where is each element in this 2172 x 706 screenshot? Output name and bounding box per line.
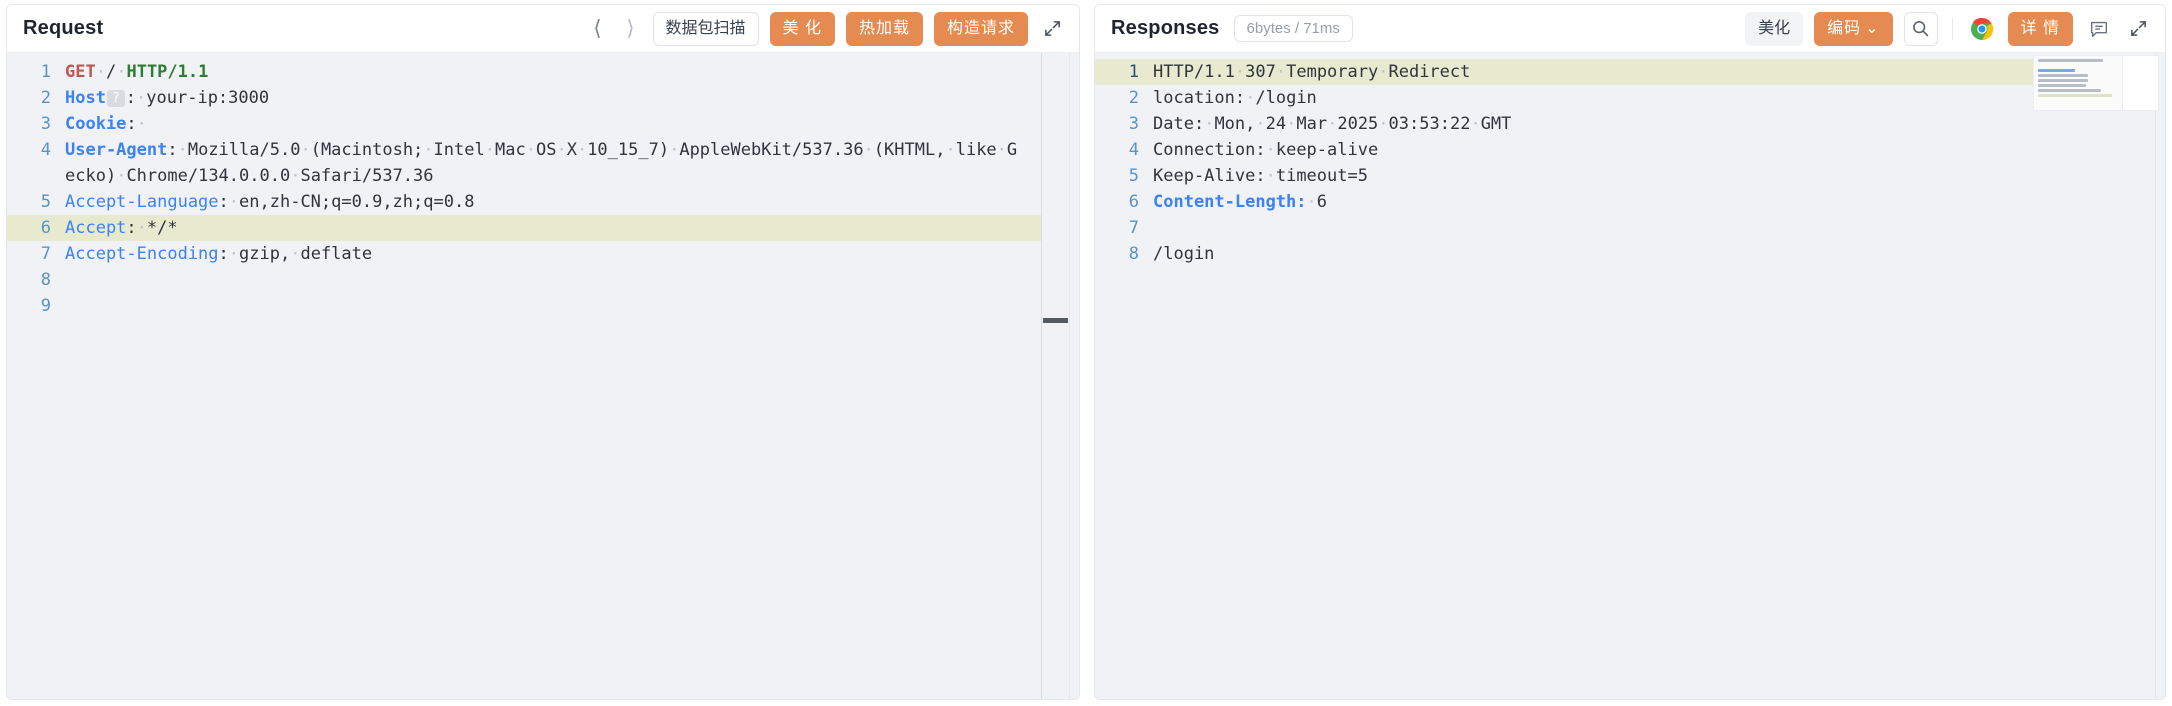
hot-reload-button[interactable]: 热加载 <box>846 12 923 46</box>
response-scrollbar[interactable] <box>2155 53 2165 699</box>
code-line[interactable]: 3Date:·Mon,·24·Mar·2025·03:53:22·GMT <box>1095 111 2155 137</box>
response-minimap[interactable] <box>2033 55 2159 111</box>
chevron-right-icon[interactable]: ⟩ <box>620 16 642 42</box>
minimap-line <box>2038 74 2088 77</box>
response-size-time-badge: 6bytes / 71ms <box>1234 15 1353 42</box>
code-line[interactable]: 8 <box>7 267 1041 293</box>
beautify-button[interactable]: 美 化 <box>770 12 835 46</box>
line-number: 6 <box>7 215 65 241</box>
response-toolbar-actions: 美化 编码 ⌄ <box>1745 12 2151 46</box>
line-number: 8 <box>1095 241 1153 267</box>
response-beautify-button[interactable]: 美化 <box>1745 12 1803 46</box>
code-text: GET·/·HTTP/1.1 <box>65 59 1041 85</box>
line-number: 7 <box>7 241 65 267</box>
line-number: 6 <box>1095 189 1153 215</box>
minimap-line <box>2038 79 2088 82</box>
build-request-button[interactable]: 构造请求 <box>934 12 1028 46</box>
minimap-pane-divider <box>2122 56 2158 110</box>
response-editor[interactable]: 1HTTP/1.1·307·Temporary·Redirect2locatio… <box>1095 53 2165 699</box>
minimap-line <box>2038 69 2075 72</box>
chevron-down-icon: ⌄ <box>1865 21 1879 37</box>
line-number: 7 <box>1095 215 1153 241</box>
code-line[interactable]: 7 <box>1095 215 2155 241</box>
search-icon[interactable] <box>1904 12 1938 46</box>
line-number: 1 <box>1095 59 1153 85</box>
chrome-icon[interactable] <box>1967 14 1997 44</box>
request-toolbar-actions: ⟨ ⟩ 数据包扫描 美 化 热加载 构造请求 <box>587 12 1066 46</box>
response-panel: Responses 6bytes / 71ms 美化 编码 ⌄ <box>1094 4 2166 700</box>
line-number: 9 <box>7 293 65 319</box>
request-panel: Request ⟨ ⟩ 数据包扫描 美 化 热加载 构造请求 1GET·/·HT… <box>6 4 1080 700</box>
request-panel-title: Request <box>23 17 103 40</box>
code-line[interactable]: 2Host?:·your-ip:3000 <box>7 85 1041 111</box>
chevron-left-icon[interactable]: ⟨ <box>587 16 609 42</box>
minimap-line <box>2038 94 2112 97</box>
line-number: 2 <box>7 85 65 111</box>
request-editor[interactable]: 1GET·/·HTTP/1.12Host?:·your-ip:30003Cook… <box>7 53 1079 699</box>
line-number: 1 <box>7 59 65 85</box>
code-line[interactable]: 1HTTP/1.1·307·Temporary·Redirect <box>1095 59 2155 85</box>
code-text: Host?:·your-ip:3000 <box>65 85 1041 111</box>
line-number: 4 <box>1095 137 1153 163</box>
minimap-line <box>2038 84 2086 87</box>
encoding-dropdown[interactable]: 编码 ⌄ <box>1814 12 1892 46</box>
minimap-line <box>2038 89 2101 92</box>
code-line[interactable]: 6Content-Length:·6 <box>1095 189 2155 215</box>
minimap-line <box>2038 59 2103 62</box>
request-code-area[interactable]: 1GET·/·HTTP/1.12Host?:·your-ip:30003Cook… <box>7 53 1041 699</box>
line-number: 5 <box>7 189 65 215</box>
code-line[interactable]: 4Connection:·keep-alive <box>1095 137 2155 163</box>
code-text: Date:·Mon,·24·Mar·2025·03:53:22·GMT <box>1153 111 2155 137</box>
expand-icon[interactable] <box>2125 16 2151 42</box>
code-line[interactable]: 8/login <box>1095 241 2155 267</box>
code-text: Keep-Alive:·timeout=5 <box>1153 163 2155 189</box>
packet-scan-button[interactable]: 数据包扫描 <box>653 12 759 46</box>
code-text: Accept-Language:·en,zh-CN;q=0.9,zh;q=0.8 <box>65 189 1041 215</box>
code-text: Content-Length:·6 <box>1153 189 2155 215</box>
code-text: Cookie:· <box>65 111 1041 137</box>
line-number: 2 <box>1095 85 1153 111</box>
line-number: 3 <box>1095 111 1153 137</box>
code-line[interactable]: 6Accept:·*/* <box>7 215 1041 241</box>
minimap-marker <box>1043 318 1068 323</box>
response-panel-title: Responses <box>1111 17 1220 40</box>
code-line[interactable]: 5Keep-Alive:·timeout=5 <box>1095 163 2155 189</box>
request-toolbar: Request ⟨ ⟩ 数据包扫描 美 化 热加载 构造请求 <box>7 5 1079 53</box>
code-line[interactable]: 3Cookie:· <box>7 111 1041 137</box>
details-button[interactable]: 详 情 <box>2008 12 2073 46</box>
code-text: HTTP/1.1·307·Temporary·Redirect <box>1153 59 2155 85</box>
code-line[interactable]: 2location:·/login <box>1095 85 2155 111</box>
minimap-line <box>2038 64 2077 67</box>
line-number: 3 <box>7 111 65 137</box>
code-text: Accept:·*/* <box>65 215 1041 241</box>
response-code-area[interactable]: 1HTTP/1.1·307·Temporary·Redirect2locatio… <box>1095 53 2155 699</box>
comment-icon[interactable] <box>2084 14 2114 44</box>
encoding-label: 编码 <box>1827 21 1861 37</box>
code-line[interactable]: 5Accept-Language:·en,zh-CN;q=0.9,zh;q=0.… <box>7 189 1041 215</box>
code-text: Accept-Encoding:·gzip,·deflate <box>65 241 1041 267</box>
response-toolbar: Responses 6bytes / 71ms 美化 编码 ⌄ <box>1095 5 2165 53</box>
line-number: 4 <box>7 137 65 163</box>
code-line[interactable]: 1GET·/·HTTP/1.1 <box>7 59 1041 85</box>
line-number: 5 <box>1095 163 1153 189</box>
code-line[interactable]: 9 <box>7 293 1041 319</box>
code-text: Connection:·keep-alive <box>1153 137 2155 163</box>
request-scrollbar[interactable] <box>1069 53 1079 699</box>
unknown-char-badge: ? <box>107 90 125 107</box>
expand-icon[interactable] <box>1039 16 1065 42</box>
request-minimap-column[interactable] <box>1041 53 1069 699</box>
toolbar-divider <box>1952 18 1953 40</box>
code-line[interactable]: 4User-Agent:·Mozilla/5.0·(Macintosh;·Int… <box>7 137 1041 189</box>
code-text: location:·/login <box>1153 85 2155 111</box>
code-text: User-Agent:·Mozilla/5.0·(Macintosh;·Inte… <box>65 137 1041 189</box>
code-text: /login <box>1153 241 2155 267</box>
code-line[interactable]: 7Accept-Encoding:·gzip,·deflate <box>7 241 1041 267</box>
line-number: 8 <box>7 267 65 293</box>
